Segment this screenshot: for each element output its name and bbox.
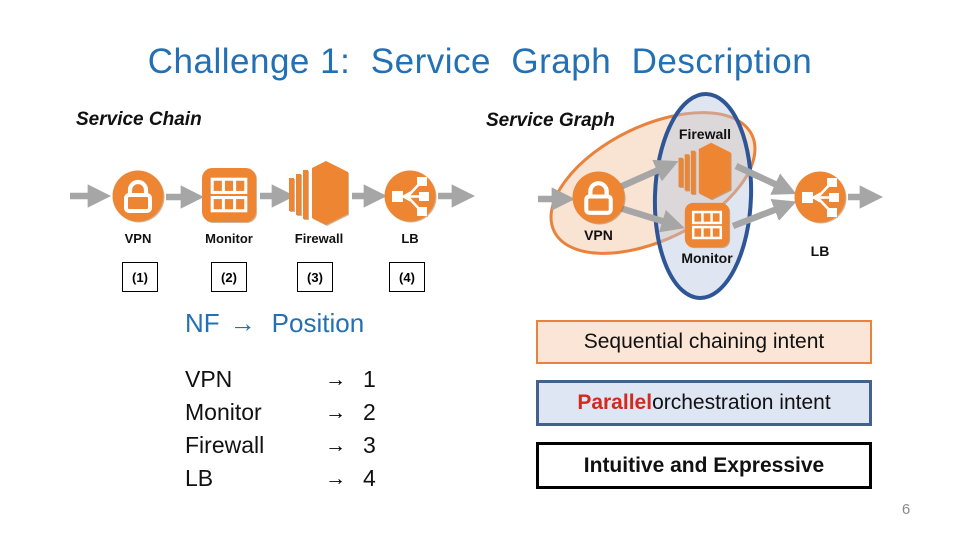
- position-box-4: (4): [389, 262, 425, 292]
- chain-node-vpn: [112, 170, 164, 222]
- load-balancer-icon: [384, 170, 436, 222]
- parallel-highlight: Parallel: [577, 391, 653, 414]
- nf-name: VPN: [185, 366, 233, 392]
- graph-label-monitor: Monitor: [681, 250, 733, 266]
- parallel-group-ellipse: [652, 92, 754, 300]
- arrow-icon: →: [325, 367, 346, 391]
- sequential-intent-box: Sequential chaining intent: [536, 320, 872, 364]
- blue-arrow-icon: →: [229, 308, 256, 338]
- service-graph-heading: Service Graph: [486, 110, 615, 131]
- arrow-icon: →: [325, 466, 346, 490]
- position-box-1: (1): [122, 262, 158, 292]
- arrow-icon: →: [325, 400, 346, 424]
- parallel-intent-box: Parallel orchestration intent: [536, 380, 872, 426]
- parallel-intent-label: orchestration intent: [652, 391, 831, 414]
- nf-position-value: 4: [363, 465, 376, 491]
- chain-label-vpn: VPN: [124, 231, 152, 246]
- position-header-label: Position: [271, 308, 365, 338]
- monitor-grid-icon: [202, 168, 256, 222]
- graph-label-vpn: VPN: [584, 227, 613, 243]
- expressive-label: Intuitive and Expressive: [583, 453, 825, 477]
- chain-node-firewall: [288, 159, 350, 227]
- load-balancer-icon: [794, 171, 846, 223]
- graph-label-lb: LB: [810, 243, 830, 259]
- sequential-intent-label: Sequential chaining intent: [583, 330, 825, 353]
- flow-arrows: [70, 159, 884, 233]
- nf-name: Monitor: [185, 399, 262, 425]
- page-number: 6: [901, 501, 911, 518]
- position-box-2: (2): [211, 262, 247, 292]
- arrow-icon: →: [325, 433, 346, 457]
- graph-node-lb: [794, 171, 846, 223]
- chain-label-monitor: Monitor: [205, 231, 253, 246]
- nf-position-value: 2: [363, 399, 376, 425]
- expressive-box: Intuitive and Expressive: [536, 442, 872, 489]
- graph-node-firewall: [677, 141, 733, 201]
- firewall-icon: [289, 161, 348, 225]
- nf-header-label: NF: [185, 308, 220, 338]
- nf-position-value: 1: [363, 366, 376, 392]
- nf-mapping-row: Firewall → 3: [185, 429, 376, 462]
- nf-mapping-row: LB → 4: [185, 462, 376, 495]
- graph-node-vpn: [572, 171, 625, 224]
- service-chain-heading: Service Chain: [76, 109, 202, 130]
- nf-mapping-table: VPN → 1 Monitor → 2 Firewall → 3 LB → 4: [185, 363, 376, 495]
- firewall-icon: [678, 142, 731, 200]
- monitor-grid-icon: [684, 202, 730, 248]
- chain-label-lb: LB: [401, 231, 419, 246]
- vpn-lock-icon: [112, 170, 164, 222]
- nf-name: Firewall: [185, 432, 265, 458]
- graph-label-firewall: Firewall: [678, 126, 732, 142]
- nf-name: LB: [185, 465, 214, 491]
- nf-position-value: 3: [363, 432, 376, 458]
- vpn-lock-icon: [572, 171, 625, 224]
- chain-node-lb: [384, 170, 436, 222]
- slide-title: Challenge 1: Service Graph Description: [147, 42, 813, 81]
- chain-node-monitor: [201, 167, 257, 223]
- nf-position-header: NF → Position: [185, 308, 364, 339]
- nf-mapping-row: VPN → 1: [185, 363, 376, 396]
- position-box-3: (3): [297, 262, 333, 292]
- chain-label-firewall: Firewall: [294, 231, 344, 246]
- nf-mapping-row: Monitor → 2: [185, 396, 376, 429]
- graph-node-monitor: [684, 202, 730, 248]
